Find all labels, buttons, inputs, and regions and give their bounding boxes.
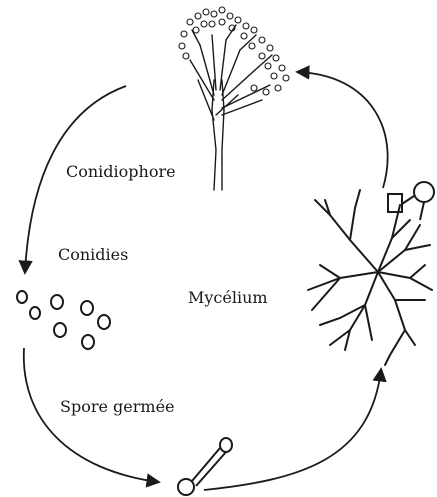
germinated-spore-illustration bbox=[178, 438, 232, 495]
mycelium-label: Mycélium bbox=[188, 288, 268, 307]
spore-germee-label: Spore germée bbox=[60, 397, 175, 416]
emerging-structure bbox=[388, 182, 434, 220]
conidium bbox=[54, 323, 66, 337]
conidium bbox=[51, 295, 63, 309]
conidium bbox=[30, 307, 40, 319]
arrow-mycelium-to-conidiophore bbox=[298, 72, 388, 188]
spore-chains bbox=[179, 7, 289, 95]
conidies-label: Conidies bbox=[58, 245, 128, 264]
mycelium-illustration bbox=[308, 190, 432, 365]
conidium bbox=[82, 335, 94, 349]
conidium bbox=[81, 301, 93, 315]
conidium bbox=[17, 291, 27, 303]
arrow-spore-to-mycelium bbox=[204, 370, 381, 490]
conidiophore-illustration bbox=[179, 7, 289, 190]
conidiophore-label: Conidiophore bbox=[66, 162, 176, 181]
conidia-cluster bbox=[17, 291, 110, 349]
conidium bbox=[98, 315, 110, 329]
